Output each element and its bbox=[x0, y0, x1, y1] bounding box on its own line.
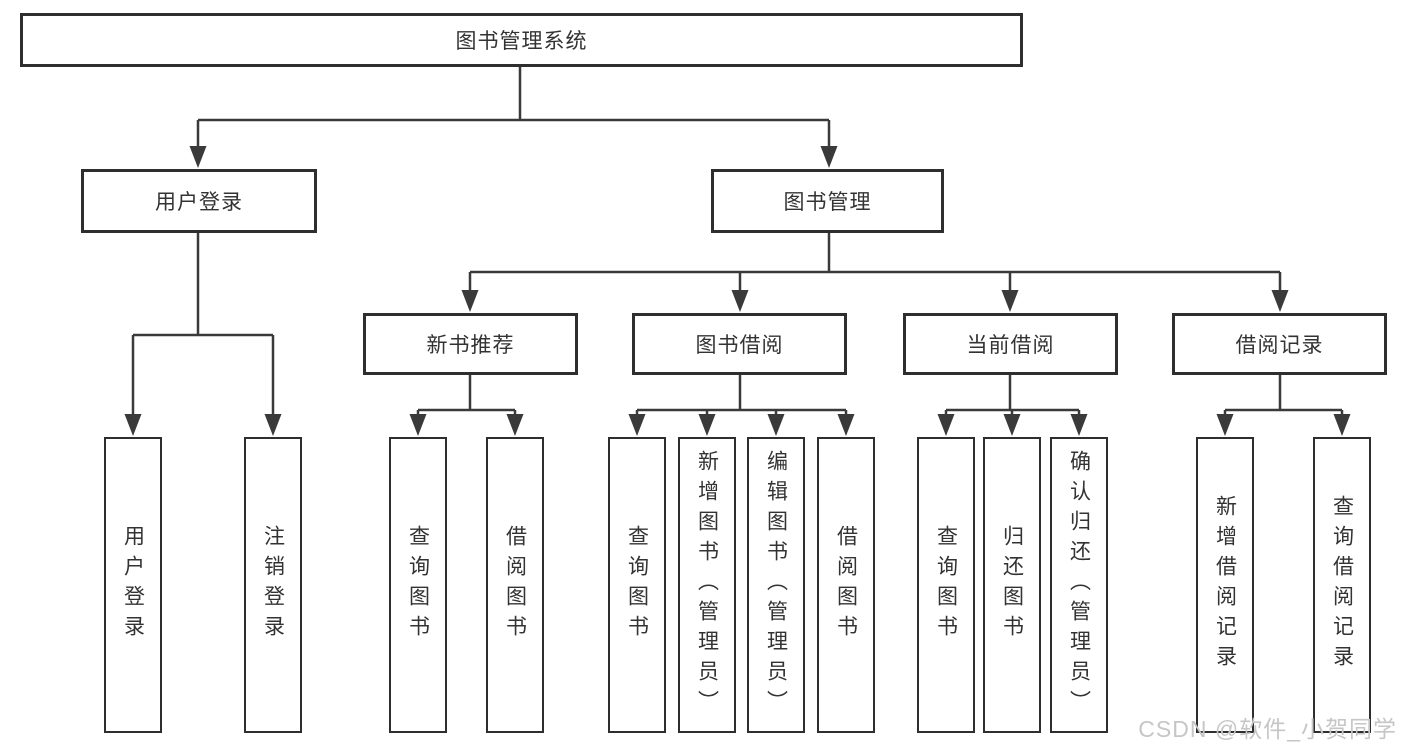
arrowhead-icon bbox=[937, 414, 955, 436]
arrowhead-icon bbox=[189, 146, 207, 168]
arrowhead-icon bbox=[731, 290, 749, 312]
arrowhead-icon bbox=[628, 414, 646, 436]
connector-new-books-to-leaves bbox=[416, 375, 517, 415]
connector-root-to-level2 bbox=[196, 67, 831, 147]
node-book-management: 图书管理 bbox=[711, 169, 944, 233]
arrowhead-icon bbox=[1333, 414, 1351, 436]
arrowhead-icon bbox=[1003, 414, 1021, 436]
csdn-watermark: CSDN @软件_小贺同学 bbox=[1138, 716, 1397, 742]
leaf-query-books-2: 查询图书 bbox=[608, 437, 666, 733]
leaf-borrow-books-1: 借阅图书 bbox=[486, 437, 544, 733]
node-borrowing-records: 借阅记录 bbox=[1172, 313, 1387, 375]
arrowhead-icon bbox=[1271, 290, 1289, 312]
connector-borrow-records-to-leaves bbox=[1223, 375, 1344, 415]
leaf-borrow-books-2: 借阅图书 bbox=[817, 437, 875, 733]
connector-book-mgmt-to-level3 bbox=[468, 233, 1282, 291]
arrowhead-icon bbox=[1216, 414, 1234, 436]
node-book-borrowing: 图书借阅 bbox=[632, 313, 847, 375]
connector-current-borrow-to-leaves bbox=[944, 375, 1081, 415]
connector-book-borrow-to-leaves bbox=[635, 375, 848, 415]
node-current-borrowing: 当前借阅 bbox=[903, 313, 1118, 375]
leaf-query-borrow-record: 查询借阅记录 bbox=[1313, 437, 1371, 733]
arrowhead-icon bbox=[506, 414, 524, 436]
leaf-logout: 注销登录 bbox=[244, 437, 302, 733]
arrowhead-icon bbox=[409, 414, 427, 436]
arrowhead-icon bbox=[837, 414, 855, 436]
leaf-confirm-return-admin: 确认归还（管理员） bbox=[1050, 437, 1108, 733]
leaf-add-book-admin: 新增图书（管理员） bbox=[678, 437, 736, 733]
leaf-query-books-1: 查询图书 bbox=[389, 437, 447, 733]
node-user-login: 用户登录 bbox=[81, 169, 317, 233]
arrowhead-icon bbox=[461, 290, 479, 312]
node-library-management-system: 图书管理系统 bbox=[20, 13, 1023, 67]
leaf-user-login: 用户登录 bbox=[104, 437, 162, 733]
arrowhead-icon bbox=[820, 146, 838, 168]
arrowhead-icon bbox=[1070, 414, 1088, 436]
leaf-edit-book-admin: 编辑图书（管理员） bbox=[747, 437, 805, 733]
arrowhead-icon bbox=[698, 414, 716, 436]
arrowhead-icon bbox=[767, 414, 785, 436]
leaf-return-books: 归还图书 bbox=[983, 437, 1041, 733]
leaf-add-borrow-record: 新增借阅记录 bbox=[1196, 437, 1254, 733]
arrowhead-icon bbox=[264, 414, 282, 436]
connector-user-login-to-leaves bbox=[131, 233, 275, 415]
node-new-book-recommend: 新书推荐 bbox=[363, 313, 578, 375]
arrowhead-icon bbox=[124, 414, 142, 436]
arrowhead-icon bbox=[1001, 290, 1019, 312]
leaf-query-books-3: 查询图书 bbox=[917, 437, 975, 733]
